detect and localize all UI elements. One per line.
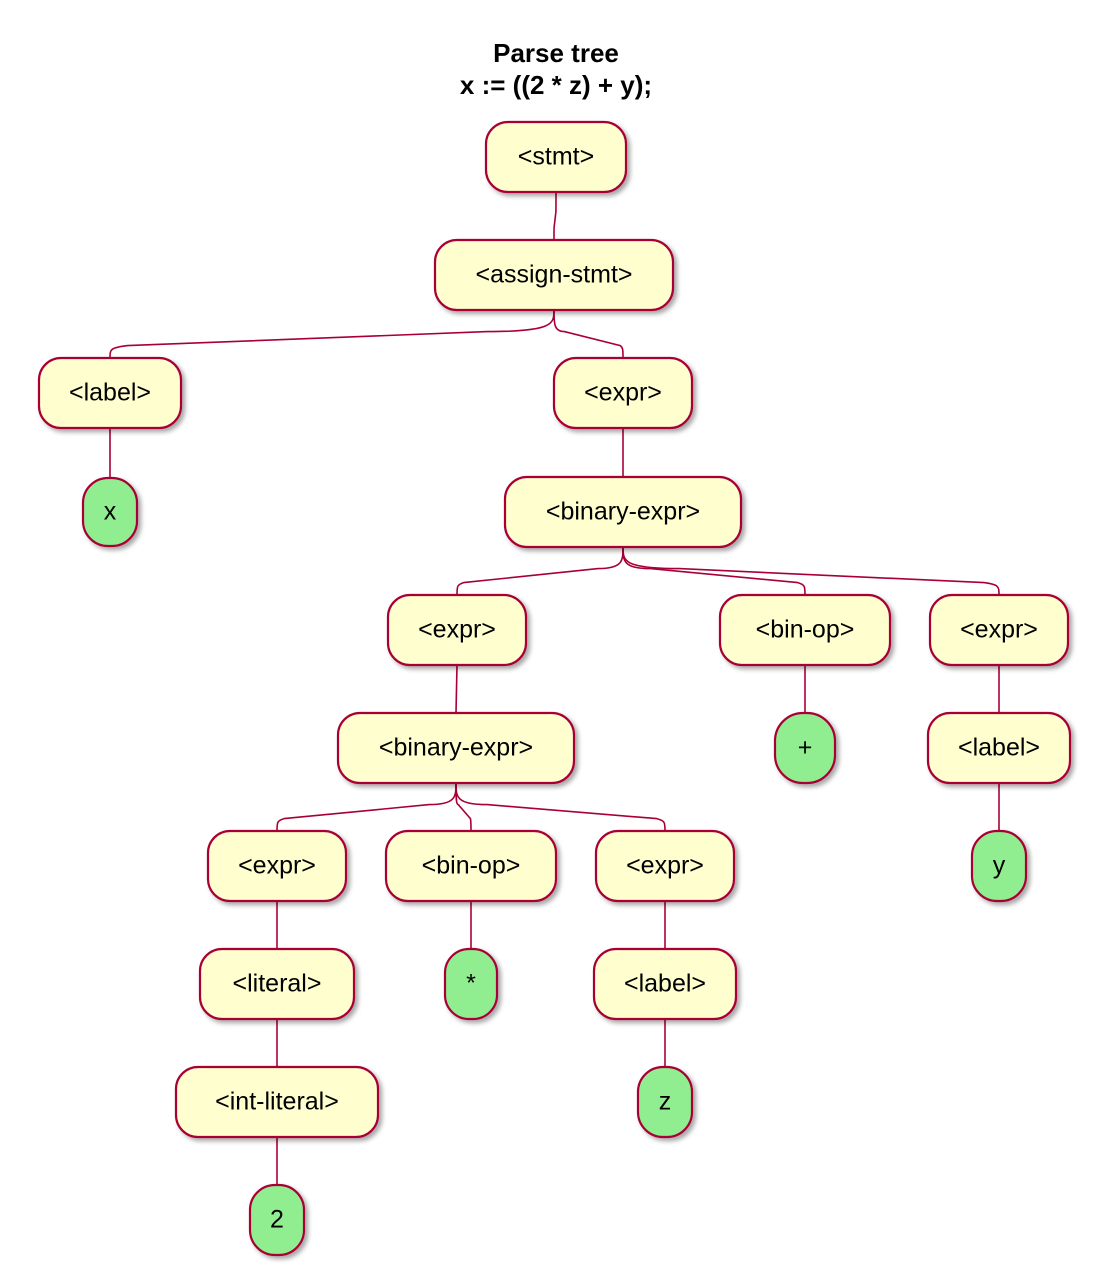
edge-assign-stmt-to-expr-top: [553, 309, 624, 359]
nodes-layer: <stmt> <assign-stmt> <label> x <expr> <binary…: [37, 120, 1072, 1257]
node-label-y: <label>: [926, 711, 1072, 785]
terminal-node-label: z: [659, 1088, 672, 1116]
node-y: y: [970, 829, 1028, 903]
node-star: *: [443, 947, 499, 1021]
nonterminal-node-box: [198, 947, 356, 1021]
nonterminal-node-label: <label>: [624, 970, 706, 998]
nonterminal-node-label: <bin-op>: [422, 852, 521, 880]
nonterminal-node-box: [433, 238, 675, 312]
node-label-x: <label>: [37, 356, 183, 430]
terminal-node-box: [970, 829, 1028, 903]
edge-binary-expr-top-to-expr-left: [456, 546, 624, 596]
node-assign-stmt: <assign-stmt>: [433, 238, 675, 312]
nonterminal-node-label: <label>: [69, 379, 151, 407]
edge-assign-stmt-to-label-x: [109, 309, 555, 359]
nonterminal-node-box: [928, 593, 1070, 667]
nonterminal-node-label: <expr>: [626, 852, 704, 880]
nonterminal-node-label: <expr>: [584, 379, 662, 407]
node-binary-expr-inner: <binary-expr>: [336, 711, 576, 785]
nonterminal-node-label: <assign-stmt>: [475, 261, 632, 289]
edge-binary-expr-top-to-expr-right: [622, 546, 1000, 596]
nonterminal-node-label: <binary-expr>: [379, 734, 533, 762]
node-binary-expr-top: <binary-expr>: [503, 475, 743, 549]
nonterminal-node-box: [484, 120, 628, 194]
nonterminal-node-box: [206, 829, 348, 903]
terminal-node-box: [443, 947, 499, 1021]
nonterminal-node-box: [718, 593, 892, 667]
node-expr-z: <expr>: [594, 829, 736, 903]
nonterminal-node-label: <int-literal>: [215, 1088, 339, 1116]
node-expr-2: <expr>: [206, 829, 348, 903]
terminal-node-label: +: [798, 734, 813, 762]
terminal-node-box: [636, 1065, 694, 1139]
nonterminal-node-label: <expr>: [960, 616, 1038, 644]
terminal-node-label: 2: [270, 1206, 284, 1234]
node-expr-left: <expr>: [386, 593, 528, 667]
terminal-node-box: [248, 1183, 306, 1257]
nonterminal-node-label: <binary-expr>: [546, 498, 700, 526]
edge-binary-expr-inner-to-expr-z: [455, 782, 666, 832]
nonterminal-node-box: [594, 829, 736, 903]
node-stmt: <stmt>: [484, 120, 628, 194]
node-expr-top: <expr>: [552, 356, 694, 430]
nonterminal-node-box: [37, 356, 183, 430]
edges-layer: [109, 191, 1000, 1185]
node-x: x: [81, 476, 139, 548]
node-label-z: <label>: [592, 947, 738, 1021]
terminal-node-box: [773, 711, 837, 785]
terminal-node-label: y: [993, 852, 1006, 880]
terminal-node-box: [81, 476, 139, 548]
diagram-subtitle: x := ((2 * z) + y);: [459, 70, 653, 100]
terminal-node-label: x: [104, 498, 117, 526]
node-expr-right: <expr>: [928, 593, 1070, 667]
node-int-literal: <int-literal>: [174, 1065, 380, 1139]
nonterminal-node-box: [336, 711, 576, 785]
nonterminal-node-box: [592, 947, 738, 1021]
nonterminal-node-label: <literal>: [233, 970, 322, 998]
nonterminal-node-box: [386, 593, 528, 667]
edge-stmt-to-assign-stmt: [553, 191, 557, 241]
nonterminal-node-box: [503, 475, 743, 549]
node-bin-op-plus: <bin-op>: [718, 593, 892, 667]
node-plus: +: [773, 711, 837, 785]
edge-binary-expr-inner-to-expr-2: [276, 782, 457, 832]
edge-expr-left-to-binary-expr-inner: [455, 664, 458, 714]
terminal-node-label: *: [466, 970, 476, 998]
node-literal: <literal>: [198, 947, 356, 1021]
nonterminal-node-box: [174, 1065, 380, 1139]
edge-binary-expr-inner-to-bin-op-star: [455, 782, 472, 832]
nonterminal-node-label: <label>: [958, 734, 1040, 762]
nonterminal-node-label: <bin-op>: [756, 616, 855, 644]
node-two: 2: [248, 1183, 306, 1257]
nonterminal-node-label: <expr>: [238, 852, 316, 880]
node-bin-op-star: <bin-op>: [384, 829, 558, 903]
diagram-title: Parse tree: [493, 38, 619, 68]
node-z: z: [636, 1065, 694, 1139]
nonterminal-node-label: <expr>: [418, 616, 496, 644]
nonterminal-node-label: <stmt>: [518, 143, 594, 171]
nonterminal-node-box: [384, 829, 558, 903]
nonterminal-node-box: [552, 356, 694, 430]
nonterminal-node-box: [926, 711, 1072, 785]
edge-binary-expr-top-to-bin-op-plus: [622, 546, 806, 596]
